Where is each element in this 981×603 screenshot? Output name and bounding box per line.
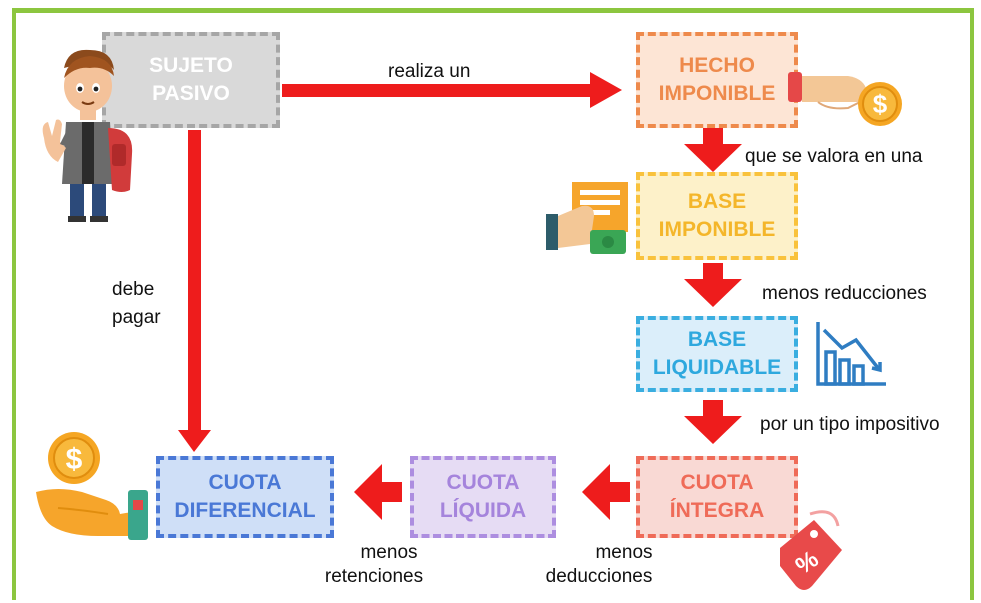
arrow-hecho-to-base-head	[684, 144, 742, 172]
box-cuota-integra: CUOTA ÍNTEGRA	[636, 456, 798, 538]
label-menos-ded-1: menos	[595, 542, 653, 563]
box-cuota-liquida-line1: CUOTA	[446, 470, 520, 494]
box-sujeto-line2: PASIVO	[152, 82, 230, 105]
box-base-liquidable-line2: LIQUIDABLE	[652, 356, 782, 379]
arrow-base-to-liquidable-head	[684, 279, 742, 307]
label-debe-pagar: debe pagar	[112, 278, 161, 330]
box-cuota-diferencial: CUOTA DIFERENCIAL	[156, 456, 334, 538]
box-hecho-line1: HECHO	[679, 53, 755, 77]
label-menos-deducciones: menos deducciones	[536, 541, 662, 589]
arrow-hecho-to-base-shaft	[703, 128, 723, 146]
arrow-sujeto-to-hecho-shaft	[282, 84, 592, 97]
box-cuota-liquida: CUOTA LÍQUIDA	[410, 456, 556, 538]
arrow-sujeto-to-hecho-head	[590, 72, 622, 108]
label-menos-reducciones: menos reducciones	[762, 283, 927, 304]
hand-with-document-and-money-icon	[546, 182, 628, 254]
arrow-liquida-to-diferencial-shaft	[380, 482, 402, 502]
svg-text:$: $	[873, 89, 888, 119]
arrow-sujeto-to-cuota-diferencial-shaft	[188, 130, 201, 432]
arrow-liquida-to-diferencial-head	[354, 464, 382, 520]
diagram-frame	[12, 8, 974, 600]
hand-giving-coin-icon: $	[788, 72, 902, 126]
box-base-imponible-line2: IMPONIBLE	[658, 218, 776, 241]
hand-receiving-coin-icon: $	[36, 432, 148, 540]
label-que-se-valora: que se valora en una	[745, 146, 923, 167]
label-pagar: pagar	[112, 306, 161, 328]
box-sujeto-line1: SUJETO	[149, 53, 233, 77]
box-cuota-integra-line1: CUOTA	[680, 470, 754, 494]
box-base-liquidable: BASE LIQUIDABLE	[636, 316, 798, 392]
label-menos-ret-1: menos	[360, 542, 418, 563]
arrow-liquidable-to-integra-head	[684, 416, 742, 444]
percent-discount-tag-icon: %	[780, 510, 842, 590]
arrow-integra-to-liquida-shaft	[608, 482, 630, 502]
arrow-integra-to-liquida-head	[582, 464, 610, 520]
box-cuota-integra-line2: ÍNTEGRA	[669, 499, 765, 522]
box-base-liquidable-line1: BASE	[687, 327, 747, 351]
label-realiza-un: realiza un	[388, 61, 471, 82]
box-sujeto-pasivo: SUJETO PASIVO	[102, 32, 280, 128]
box-cuota-diferencial-line2: DIFERENCIAL	[174, 499, 316, 522]
box-hecho-line2: IMPONIBLE	[658, 82, 776, 105]
label-menos-retenciones: menos retenciones	[314, 541, 434, 589]
arrow-base-to-liquidable-shaft	[703, 263, 723, 281]
label-debe: debe	[112, 279, 155, 300]
box-hecho-imponible: HECHO IMPONIBLE	[636, 32, 798, 128]
label-menos-ded-2: deducciones	[545, 565, 653, 587]
box-cuota-diferencial-line1: CUOTA	[208, 470, 282, 494]
declining-bar-chart-icon	[816, 322, 886, 386]
box-cuota-liquida-line2: LÍQUIDA	[439, 499, 527, 522]
person-with-backpack-icon	[42, 49, 133, 222]
arrow-sujeto-to-cuota-diferencial-head	[178, 430, 211, 452]
box-base-imponible: BASE IMPONIBLE	[636, 172, 798, 260]
label-por-un-tipo: por un tipo impositivo	[760, 414, 940, 435]
box-base-imponible-line1: BASE	[687, 189, 747, 213]
label-menos-ret-2: retenciones	[324, 565, 424, 587]
arrow-liquidable-to-integra-shaft	[703, 400, 723, 418]
svg-text:$: $	[66, 443, 83, 476]
